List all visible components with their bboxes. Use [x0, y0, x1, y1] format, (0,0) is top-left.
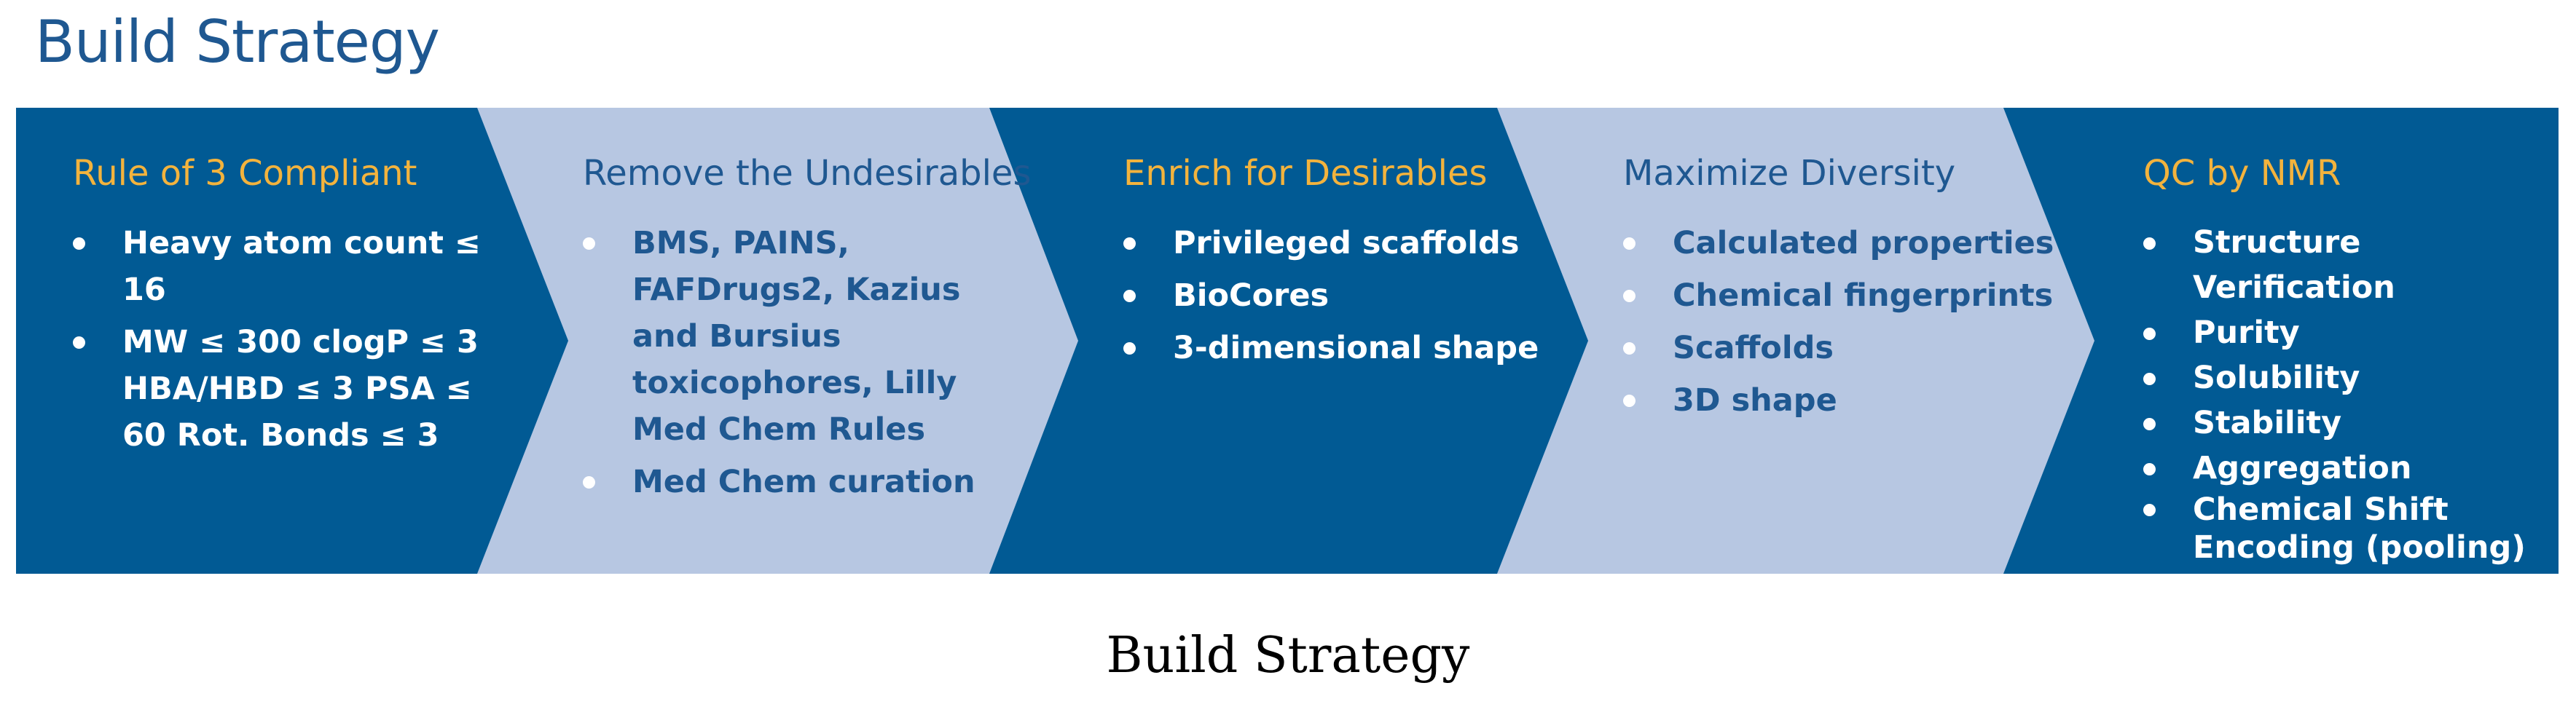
list-item: 3D shape: [1623, 377, 2060, 424]
list-item-text: BMS, PAINS, FAFDrugs2, Kazius and Bursiu…: [632, 224, 961, 448]
list-item-text: Scaffolds: [1673, 329, 1834, 366]
bullet-icon: [73, 336, 85, 349]
step-remove-undesirables: Remove the Undesirables BMS, PAINS, FAFD…: [583, 153, 1034, 511]
list-item-text: Structure Verification: [2193, 224, 2395, 306]
list-item-text: Stability: [2193, 404, 2342, 441]
step-title: Remove the Undesirables: [583, 153, 1032, 194]
band-background-dark: [16, 108, 2559, 574]
bullet-icon: [2143, 462, 2156, 475]
step-enrich-desirables: Enrich for Desirables Privileged scaffol…: [1123, 153, 1560, 377]
list-item: Chemical fingerprints: [1623, 272, 2060, 319]
bullet-icon: [1123, 237, 1136, 250]
bullet-icon: [73, 237, 85, 250]
list-item-text: 3D shape: [1673, 382, 1837, 419]
list-item-text: Purity: [2193, 314, 2300, 351]
step-title: Enrich for Desirables: [1123, 153, 1488, 194]
step-items: Privileged scaffolds BioCores 3-dimensio…: [1123, 220, 1560, 371]
bullet-icon: [2143, 372, 2156, 385]
bullet-icon: [2143, 417, 2156, 430]
bullet-icon: [1623, 237, 1635, 250]
chevron-step-4-shape: [1497, 108, 2094, 574]
list-item: Heavy atom count ≤ 16: [73, 220, 516, 313]
bullet-icon: [2143, 327, 2156, 340]
step-title: QC by NMR: [2143, 153, 2341, 194]
bullet-icon: [1623, 289, 1635, 302]
step-maximize-diversity: Maximize Diversity Calculated properties…: [1623, 153, 2060, 430]
list-item: Aggregation: [2143, 446, 2551, 491]
list-item: Scaffolds: [1623, 325, 2060, 371]
list-item-text: Calculated properties: [1673, 224, 2054, 261]
list-item: Structure Verification: [2143, 220, 2551, 310]
list-item: Stability: [2143, 400, 2551, 446]
list-item: MW ≤ 300 clogP ≤ 3 HBA/HBD ≤ 3 PSA ≤ 60 …: [73, 319, 516, 459]
chevron-step-2-shape: [477, 108, 1078, 574]
step-rule-of-3: Rule of 3 Compliant Heavy atom count ≤ 1…: [73, 153, 510, 465]
list-item: Calculated properties: [1623, 220, 2060, 266]
list-item: Purity: [2143, 310, 2551, 355]
bullet-icon: [2143, 503, 2156, 516]
list-item-text: Aggregation: [2193, 449, 2412, 486]
step-items: Calculated properties Chemical fingerpri…: [1623, 220, 2060, 424]
list-item-text: Solubility: [2193, 359, 2360, 396]
list-item: Chemical Shift Encoding (pooling): [2143, 491, 2551, 566]
step-title: Maximize Diversity: [1623, 153, 1956, 194]
list-item-text: Privileged scaffolds: [1173, 224, 1520, 261]
step-items: Structure Verification Purity Solubility…: [2143, 220, 2551, 566]
list-item: Med Chem curation: [583, 459, 1026, 505]
page-title: Build Strategy: [35, 8, 440, 76]
bullet-icon: [1623, 341, 1635, 355]
step-title: Rule of 3 Compliant: [73, 153, 417, 194]
list-item-text: Heavy atom count ≤ 16: [122, 224, 481, 308]
list-item-text: 3-dimensional shape: [1173, 329, 1539, 366]
list-item-text: MW ≤ 300 clogP ≤ 3 HBA/HBD ≤ 3 PSA ≤ 60 …: [122, 323, 479, 454]
bullet-icon: [1123, 289, 1136, 302]
bullet-icon: [583, 475, 595, 489]
list-item: Solubility: [2143, 355, 2551, 400]
list-item: BioCores: [1123, 272, 1560, 319]
list-item: 3-dimensional shape: [1123, 325, 1560, 371]
step-qc-by-nmr: QC by NMR Structure Verification Purity …: [2143, 153, 2551, 566]
bullet-icon: [2143, 237, 2156, 250]
list-item-text: Chemical fingerprints: [1673, 277, 2054, 314]
list-item-text: Med Chem curation: [632, 463, 975, 500]
list-item-text: BioCores: [1173, 277, 1330, 314]
list-item: BMS, PAINS, FAFDrugs2, Kazius and Bursiu…: [583, 220, 1026, 453]
bullet-icon: [1123, 341, 1136, 355]
bullet-icon: [1623, 394, 1635, 407]
list-item-text: Chemical Shift Encoding (pooling): [2193, 491, 2526, 566]
list-item: Privileged scaffolds: [1123, 220, 1560, 266]
figure-caption: Build Strategy: [1106, 627, 1470, 684]
bullet-icon: [583, 237, 595, 250]
step-items: Heavy atom count ≤ 16 MW ≤ 300 clogP ≤ 3…: [73, 220, 510, 459]
step-items: BMS, PAINS, FAFDrugs2, Kazius and Bursiu…: [583, 220, 1034, 505]
